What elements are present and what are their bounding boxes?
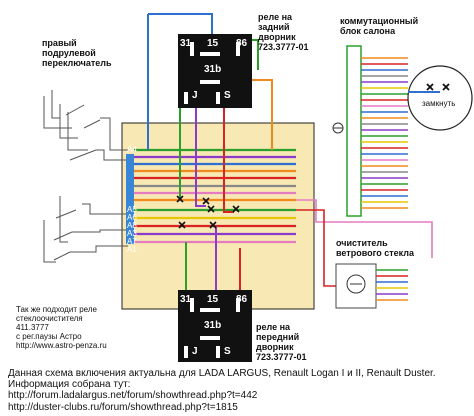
connector-pin-a3: A3 <box>127 229 137 238</box>
connector-strip-lower <box>126 204 134 244</box>
footer-line-2: Информация собрана тут: <box>8 379 131 391</box>
wiper-switch-panel <box>121 122 315 310</box>
body-block-pins <box>361 57 408 209</box>
also-fits-note: Так же подходит реле стеклоочистителя 41… <box>16 305 107 350</box>
rear-relay-pin-86: 86 <box>236 38 248 49</box>
connector-pin-a5: A5 <box>127 205 137 214</box>
washer-pins <box>376 269 408 301</box>
front-relay-pin-31b: 31b <box>204 320 222 331</box>
footer-link-2[interactable]: http://duster-clubs.ru/forum/showthread.… <box>8 401 238 413</box>
front-relay-pin-15: 15 <box>207 294 219 305</box>
jumper-circle <box>407 65 473 131</box>
rear-relay-pin-s: S <box>224 90 231 101</box>
washer-label: очиститель ветрового стекла <box>336 238 414 259</box>
front-relay <box>178 290 252 362</box>
body-block-label: коммутационный блок салона <box>340 16 419 37</box>
jumper-label: замкнуть <box>422 99 456 108</box>
front-relay-pin-j: J <box>192 346 198 357</box>
rear-relay-pin-31b: 31b <box>204 64 222 75</box>
connector-pin-a7: A7 <box>127 237 137 246</box>
connector-pin-a4: A4 <box>127 145 137 154</box>
switch-schematic <box>43 90 128 263</box>
connector-pin-a1: A1 <box>127 245 137 254</box>
rear-relay-label: реле на задний дворник 723.3777-01 <box>258 12 309 53</box>
rear-relay-pin-15: 15 <box>207 38 219 49</box>
body-block-connector <box>346 45 362 217</box>
body-block-ground-icon <box>332 122 344 134</box>
front-relay-pin-s: S <box>224 346 231 357</box>
wire-crossings <box>176 195 240 229</box>
connector-pin-a8: A8 <box>127 221 137 230</box>
rear-relay-pin-31: 31 <box>180 38 192 49</box>
relay-bottom-wiring <box>185 226 241 292</box>
front-relay-pin-86: 86 <box>236 294 248 305</box>
front-relay-pin-31: 31 <box>180 294 192 305</box>
connector-pin-a6: A6 <box>127 213 137 222</box>
footer-link-1[interactable]: http://forum.ladalargus.net/forum/showth… <box>8 390 258 402</box>
switch-label: правый подрулевой переключатель <box>42 38 112 69</box>
jumper-marks <box>426 83 450 91</box>
footer-line-1: Данная схема включения актуальна для LAD… <box>8 368 436 379</box>
footer-note: Данная схема включения актуальна для LAD… <box>8 368 436 413</box>
washer-connector <box>335 263 377 309</box>
rear-relay <box>178 34 252 108</box>
front-relay-label: реле на передний дворник 723.3777-01 <box>256 322 307 363</box>
connector-strip <box>126 154 134 218</box>
washer-motor-icon <box>346 274 366 294</box>
rear-relay-pin-j: J <box>192 90 198 101</box>
